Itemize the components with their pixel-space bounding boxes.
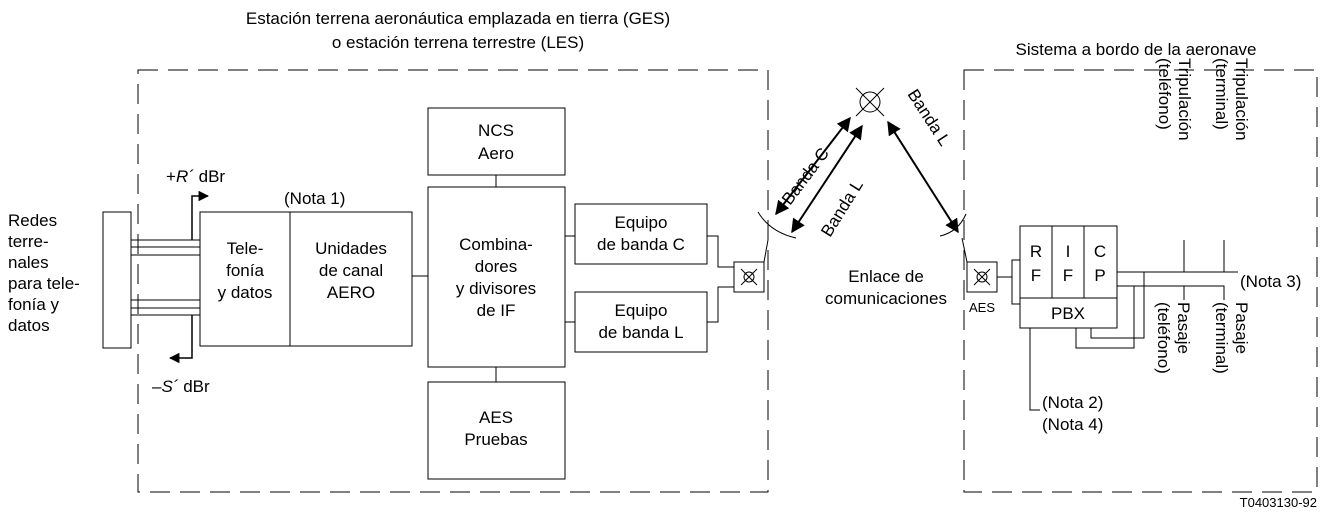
svg-text:Tripulación: Tripulación xyxy=(1232,58,1251,141)
banda-l-ground-label: Banda L xyxy=(817,176,867,240)
aircraft-title: Sistema a bordo de la aeronave xyxy=(1016,40,1257,59)
network-lines xyxy=(131,239,200,316)
telephony-data-block xyxy=(199,211,291,347)
svg-text:nales: nales xyxy=(8,253,49,272)
s-level-label: –S´ dBr xyxy=(152,377,210,396)
l-band-equipment-block xyxy=(574,291,708,353)
ges-title-line1: Estación terrena aeronáutica emplazada e… xyxy=(246,9,670,28)
air-l-band-link-arrow xyxy=(887,120,959,234)
nota3-label: (Nota 3) xyxy=(1240,272,1301,291)
banda-l-air-label: Banda L xyxy=(904,86,954,149)
network-connector xyxy=(102,211,132,349)
svg-text:Unidades: Unidades xyxy=(315,239,387,258)
svg-text:AERO: AERO xyxy=(327,283,375,302)
telephony-text: Tele- fonía y datos xyxy=(218,239,273,302)
c-band-line2: de banda C xyxy=(597,235,685,254)
cp-block xyxy=(1083,225,1118,299)
if-block xyxy=(1051,225,1085,299)
aero-units-text: Unidades de canal AERO xyxy=(315,239,387,302)
antenna-pbx-link xyxy=(1011,277,1020,305)
svg-text:Pasaje: Pasaje xyxy=(1174,302,1193,354)
antenna-avionics-link xyxy=(997,259,1020,278)
terminal-wiring xyxy=(1029,240,1238,411)
passenger-terminal-label: Pasaje (terminal) xyxy=(1212,302,1251,374)
c-band-equipment-block xyxy=(574,203,708,265)
aircraft-dish-mast xyxy=(961,237,968,263)
nota4-label: (Nota 4) xyxy=(1042,415,1103,434)
c-band-line1: Equipo xyxy=(615,213,668,232)
s-level-arrow xyxy=(168,315,193,364)
svg-text:(teléfono): (teléfono) xyxy=(1155,58,1174,130)
aes-test-line2: Pruebas xyxy=(464,430,527,449)
ground-dish-mast xyxy=(763,239,769,263)
crew-phone-label: Tripulación (teléfono) xyxy=(1155,58,1194,141)
rf-line2: F xyxy=(1031,266,1041,285)
svg-text:Redes: Redes xyxy=(8,211,57,230)
passenger-phone-label: Pasaje (teléfono) xyxy=(1154,302,1193,374)
ges-boundary xyxy=(137,69,769,493)
aes-test-block xyxy=(427,381,566,480)
svg-text:dores: dores xyxy=(475,257,518,276)
cp-line1: C xyxy=(1094,242,1106,261)
svg-text:Combina-: Combina- xyxy=(459,235,533,254)
svg-text:para tele-: para tele- xyxy=(8,274,80,293)
ges-title-line2: o estación terrena terrestre (LES) xyxy=(332,33,584,52)
svg-text:y datos: y datos xyxy=(218,283,273,302)
svg-text:(terminal): (terminal) xyxy=(1212,58,1231,130)
aes-label: AES xyxy=(969,300,995,315)
svg-text:fonía y: fonía y xyxy=(8,295,60,314)
r-level-label: +R´ dBr xyxy=(166,167,225,186)
pbx-label: PBX xyxy=(1051,304,1085,323)
if-line1: I xyxy=(1066,242,1071,261)
l-band-line2: de banda L xyxy=(598,323,683,342)
combiners-equipment-links xyxy=(565,235,734,323)
terrestrial-networks-label: Redes terre- nales para tele- fonía y da… xyxy=(8,211,80,335)
rf-line1: R xyxy=(1030,242,1042,261)
crew-terminal-label: Tripulación (terminal) xyxy=(1212,58,1251,141)
enlace-line2: comunicaciones xyxy=(825,289,947,308)
combiners-splitters-block xyxy=(427,186,566,368)
banda-c-label: Banda C xyxy=(778,144,833,208)
svg-text:datos: datos xyxy=(8,316,50,335)
aircraft-boundary xyxy=(963,69,1318,493)
combiners-text: Combina- dores y divisores de IF xyxy=(456,235,536,320)
svg-text:fonía: fonía xyxy=(226,261,264,280)
svg-text:(teléfono): (teléfono) xyxy=(1154,302,1173,374)
cp-line2: P xyxy=(1094,266,1105,285)
svg-text:de canal: de canal xyxy=(319,261,383,280)
figure-code: T0403130-92 xyxy=(1240,495,1317,510)
if-line2: F xyxy=(1063,266,1073,285)
svg-text:(terminal): (terminal) xyxy=(1212,302,1231,374)
svg-text:de IF: de IF xyxy=(477,301,516,320)
svg-text:Tripulación: Tripulación xyxy=(1175,58,1194,141)
ncs-line1: NCS xyxy=(478,121,514,140)
aes-test-line1: AES xyxy=(479,408,513,427)
ground-dish xyxy=(757,211,797,239)
ncs-line2: Aero xyxy=(478,144,514,163)
svg-text:Pasaje: Pasaje xyxy=(1232,302,1251,354)
aircraft-antenna-icon xyxy=(973,268,991,286)
nota2-label: (Nota 2) xyxy=(1042,393,1103,412)
l-band-line1: Equipo xyxy=(615,301,668,320)
pbx-block xyxy=(1019,297,1118,329)
aero-channel-units-block xyxy=(289,211,413,347)
nota1-label: (Nota 1) xyxy=(284,189,345,208)
svg-text:terre-: terre- xyxy=(8,232,49,251)
aircraft-dish xyxy=(939,213,967,237)
svg-text:Tele-: Tele- xyxy=(227,239,264,258)
ncs-aero-block xyxy=(427,107,566,176)
svg-text:y divisores: y divisores xyxy=(456,279,536,298)
rf-block xyxy=(1019,225,1053,299)
enlace-line1: Enlace de xyxy=(848,267,924,286)
r-level-arrow xyxy=(191,190,210,240)
ground-antenna-icon xyxy=(740,268,758,286)
ground-l-band-link-arrow xyxy=(791,124,863,234)
satellite-icon xyxy=(855,87,885,117)
